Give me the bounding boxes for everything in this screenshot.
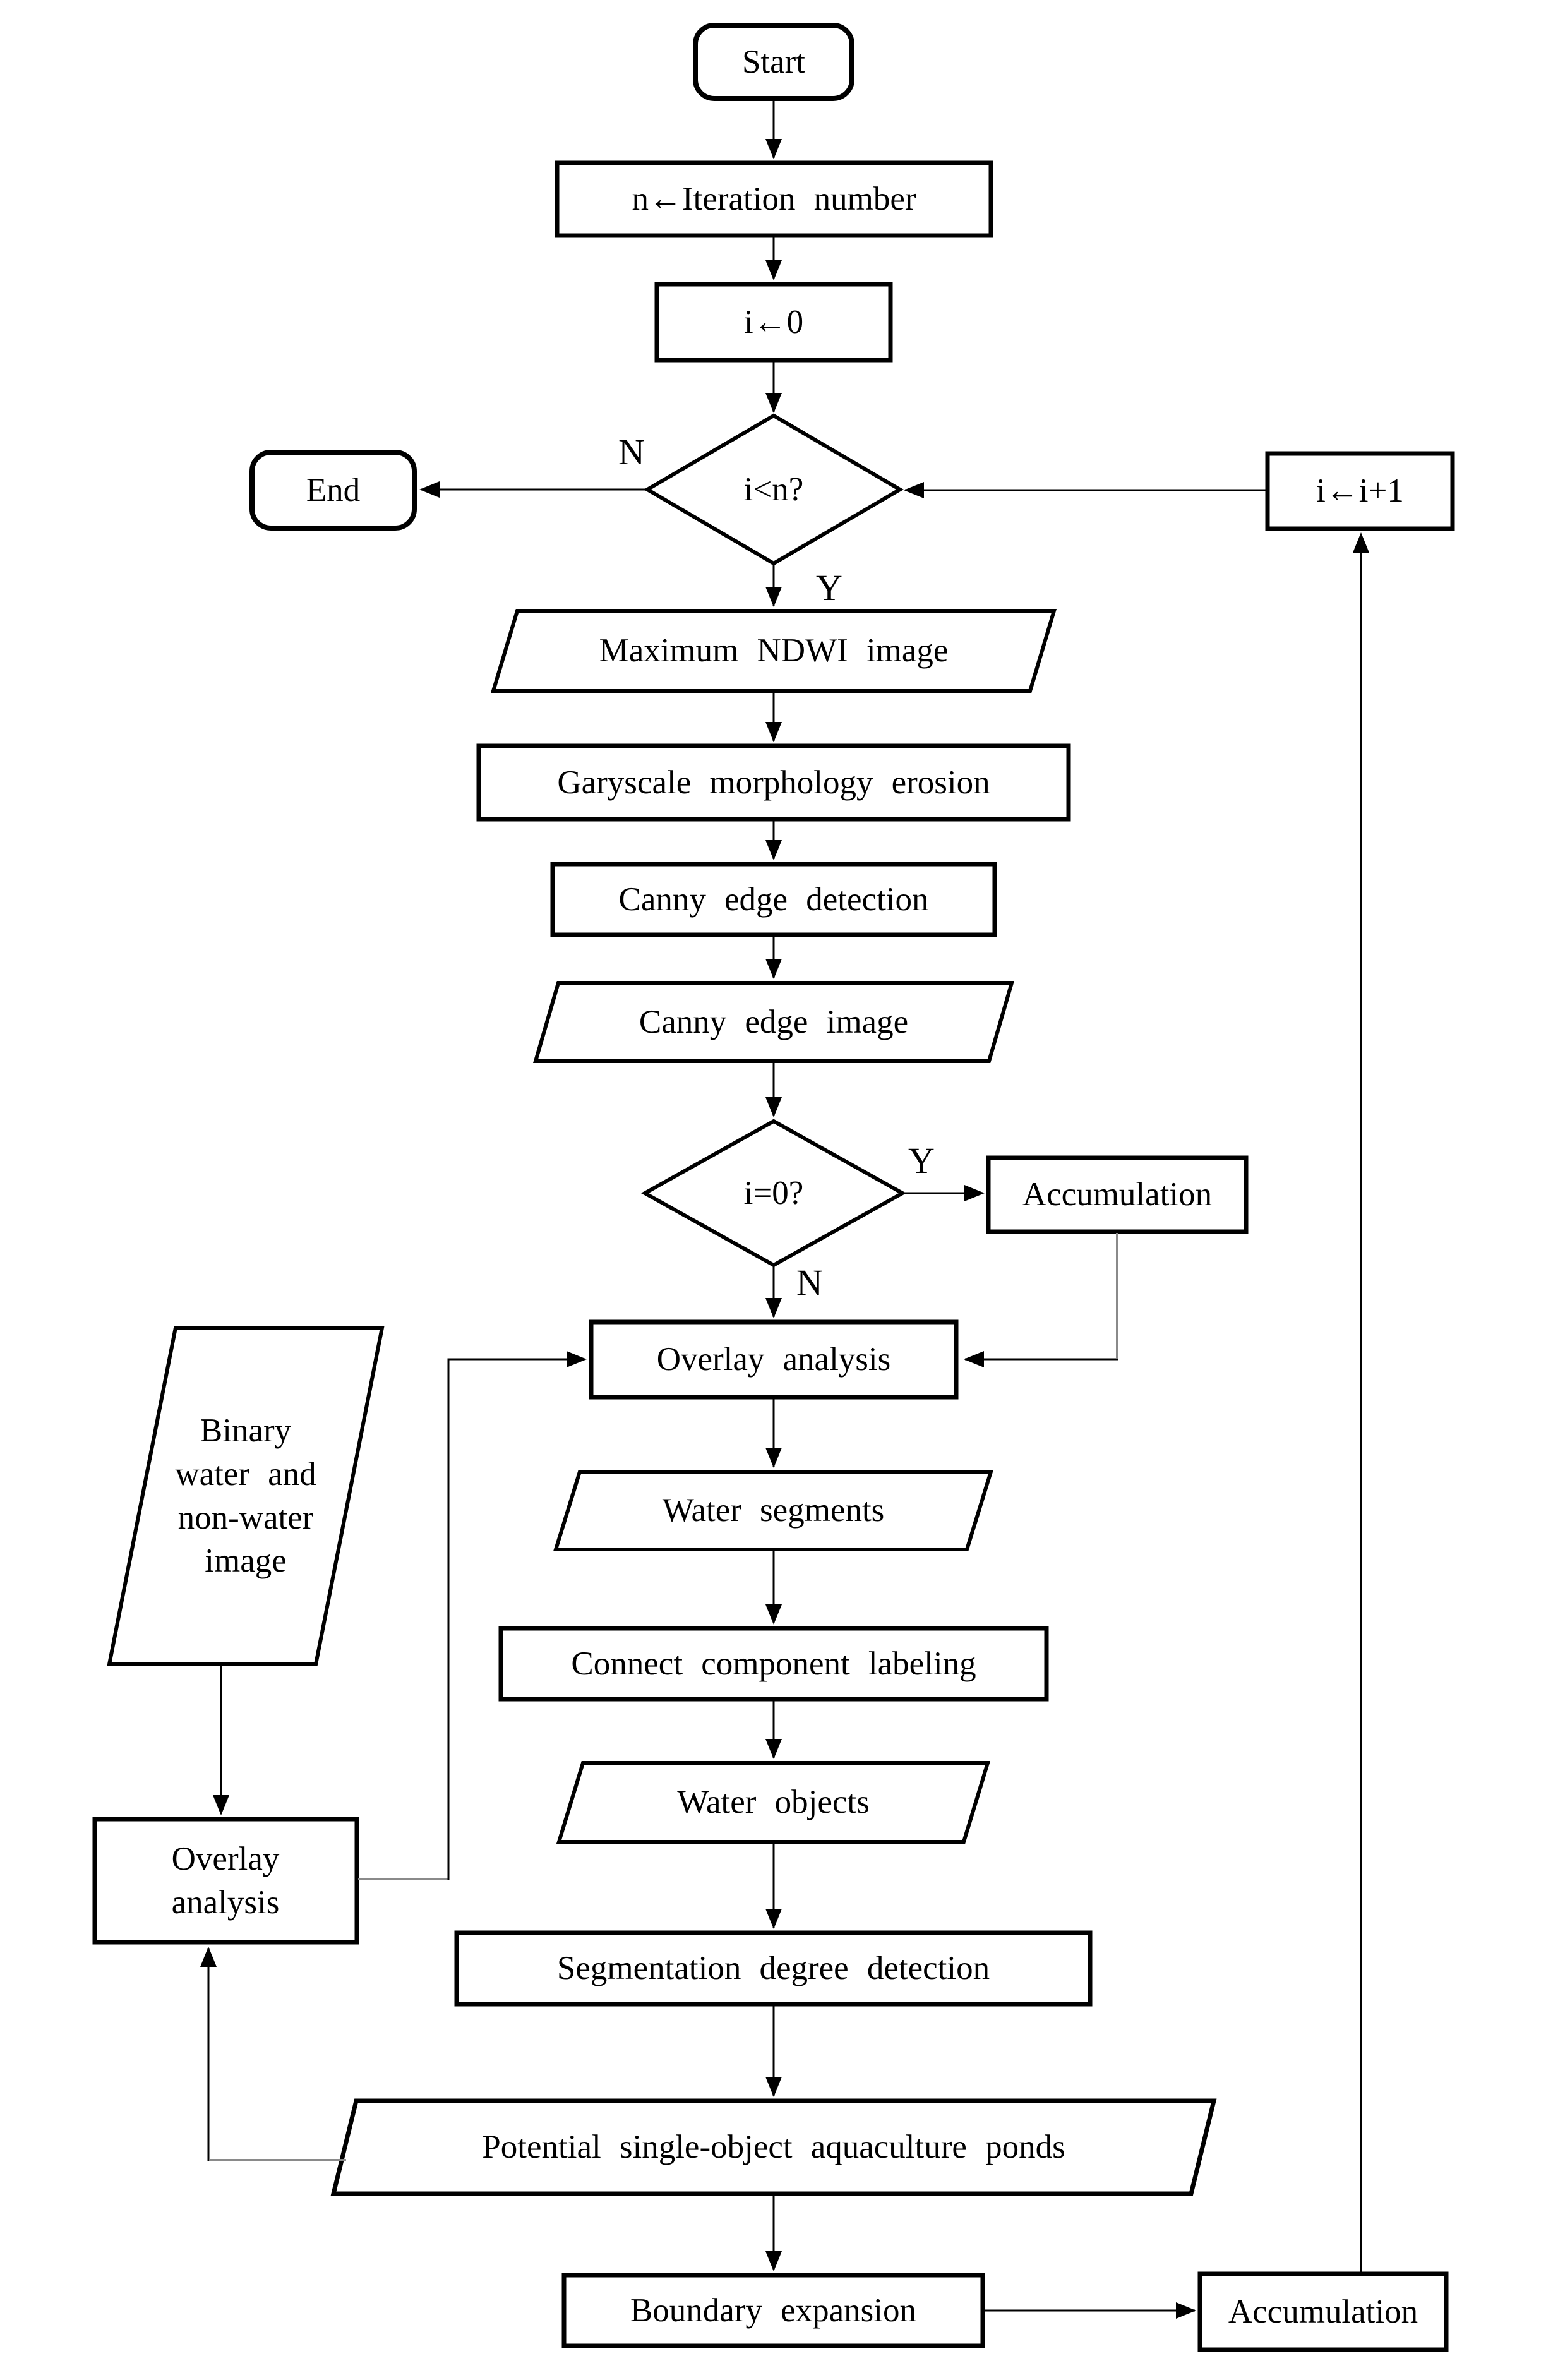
accumulation-top-process-shape	[986, 1155, 1249, 1234]
accumulation-bottom-process-shape	[1197, 2271, 1449, 2352]
boundary-expansion-process-shape	[561, 2273, 985, 2348]
water-objects-data-shape	[556, 1761, 991, 1844]
canny-image-data-shape	[533, 981, 1014, 1063]
water-segments-data-shape	[553, 1470, 994, 1551]
connect-labeling-process-shape	[498, 1626, 1049, 1702]
iteration-process-shape	[555, 160, 993, 238]
init-process-shape	[654, 282, 893, 363]
segmentation-degree-process-shape	[454, 1930, 1093, 2007]
ndwi-data-shape	[490, 609, 1057, 693]
potential-ponds-data-shape	[330, 2098, 1217, 2196]
end-terminator-shape	[249, 450, 417, 531]
i-zero-check-decision-shape	[640, 1119, 907, 1268]
overlay-main-process-shape	[589, 1319, 959, 1400]
grayscale-erosion-process-shape	[476, 743, 1071, 822]
edge-overlayleft-to-overlaymain	[447, 1351, 587, 1880]
canny-detection-process-shape	[550, 862, 997, 937]
start-terminator-shape	[693, 23, 854, 101]
overlay-left-process-shape	[92, 1817, 359, 1945]
binary-water-data-shape	[107, 1326, 385, 1666]
increment-process-shape	[1265, 451, 1455, 531]
loop-check-decision-shape	[644, 413, 904, 566]
